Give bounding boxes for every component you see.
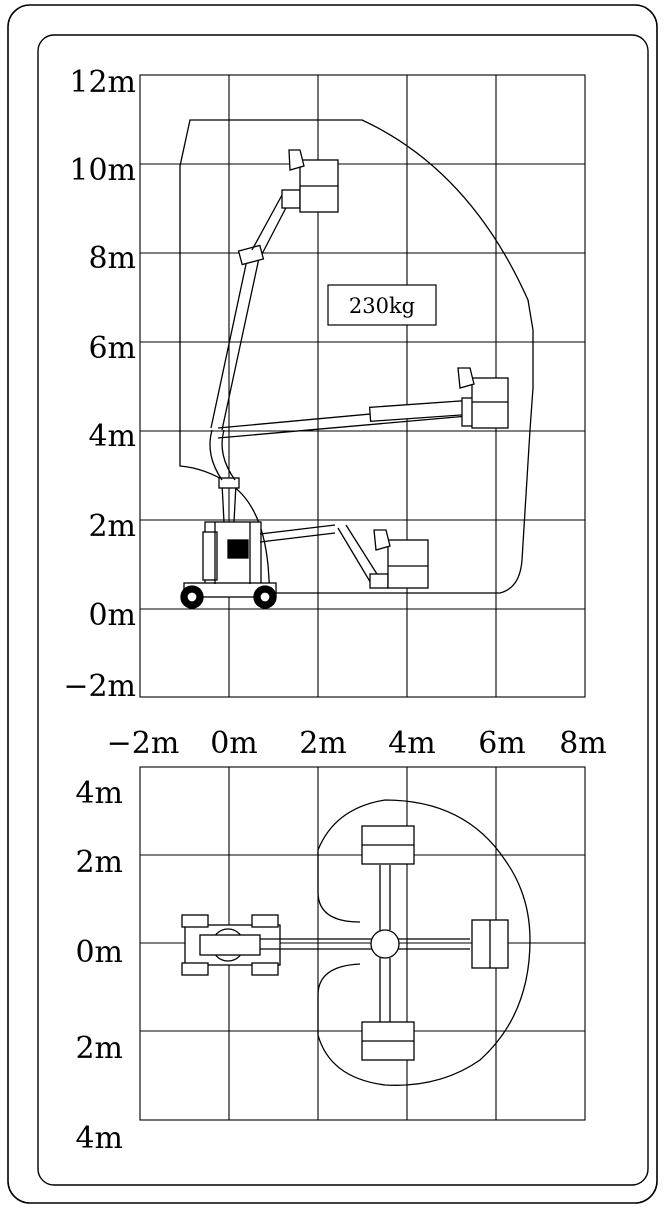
x-tick-label: 2m xyxy=(299,726,347,761)
top-y-tick-label: 2m xyxy=(75,1031,123,1066)
x-tick-label: 6m xyxy=(478,726,526,761)
load-label: 230kg xyxy=(349,294,415,318)
top-y-tick-label: 4m xyxy=(75,776,123,811)
side-y-axis-labels: 12m 10m 8m 6m 4m 2m 0m −2m xyxy=(63,65,136,704)
top-working-envelope xyxy=(317,799,531,1086)
load-label-box xyxy=(327,284,437,326)
inner-frame xyxy=(37,34,649,1186)
x-axis-labels: −2m 0m 2m 4m 6m 8m xyxy=(107,726,607,761)
x-tick-label: 4m xyxy=(388,726,436,761)
side-y-tick-label: 0m xyxy=(88,598,136,633)
outer-frame xyxy=(7,4,658,1204)
x-tick-label: 8m xyxy=(559,726,607,761)
x-tick-label: 0m xyxy=(210,726,258,761)
aerial-work-platform-side xyxy=(180,149,509,609)
side-y-tick-label: 4m xyxy=(88,419,136,454)
side-y-tick-label: 12m xyxy=(69,65,136,100)
side-y-tick-label: 8m xyxy=(88,241,136,276)
side-y-tick-label: 6m xyxy=(88,331,136,366)
top-y-axis-labels: 4m 2m 0m 2m 4m xyxy=(75,776,123,1156)
top-y-tick-label: 4m xyxy=(75,1121,123,1156)
top-y-tick-label: 0m xyxy=(75,935,123,970)
aerial-work-platform-top xyxy=(181,825,509,1061)
side-view-grid xyxy=(139,74,586,698)
top-y-tick-label: 2m xyxy=(75,845,123,880)
side-y-tick-label: 10m xyxy=(69,153,136,188)
x-tick-label: −2m xyxy=(107,726,180,761)
side-y-tick-label: −2m xyxy=(63,669,136,704)
side-y-tick-label: 2m xyxy=(88,509,136,544)
